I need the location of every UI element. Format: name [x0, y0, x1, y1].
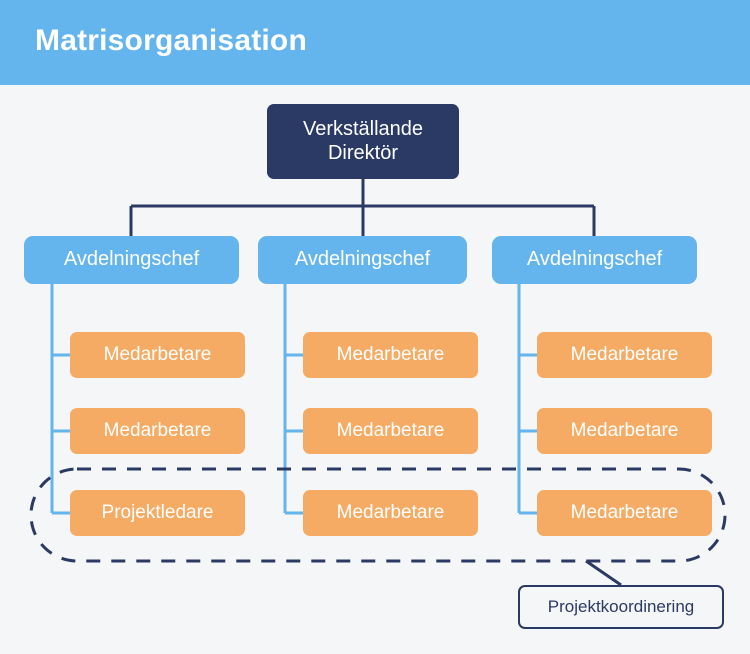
- node-staff-col3-row3-label: Medarbetare: [570, 501, 679, 523]
- node-staff-col1-row3-label: Projektledare: [101, 501, 214, 523]
- node-manager-1-label: Avdelningschef: [63, 248, 200, 271]
- page-title: Matrisorganisation: [35, 24, 307, 57]
- node-staff-col2-row1[interactable]: Medarbetare: [303, 332, 478, 378]
- node-staff-col2-row2-label: Medarbetare: [336, 419, 445, 441]
- node-staff-col1-row1-label: Medarbetare: [103, 343, 212, 365]
- node-staff-col1-row3[interactable]: Projektledare: [70, 490, 245, 536]
- node-ceo-label-line2: Direktör: [327, 141, 398, 164]
- project-coordination-callout[interactable]: Projektkoordinering: [518, 585, 724, 629]
- project-coordination-callout-label: Projektkoordinering: [547, 597, 695, 616]
- node-manager-3-label: Avdelningschef: [526, 248, 663, 271]
- node-staff-col3-row1-label: Medarbetare: [570, 343, 679, 365]
- node-staff-col3-row1[interactable]: Medarbetare: [537, 332, 712, 378]
- node-ceo-label-line1: Verkställande: [302, 117, 424, 140]
- node-staff-col1-row2-label: Medarbetare: [103, 419, 212, 441]
- header-banner: Matrisorganisation: [0, 0, 750, 85]
- node-staff-col2-row3-label: Medarbetare: [336, 501, 445, 523]
- node-staff-col1-row1[interactable]: Medarbetare: [70, 332, 245, 378]
- node-manager-2-label: Avdelningschef: [294, 248, 431, 271]
- node-manager-1[interactable]: Avdelningschef: [24, 236, 239, 284]
- node-staff-col2-row3[interactable]: Medarbetare: [303, 490, 478, 536]
- node-staff-col1-row2[interactable]: Medarbetare: [70, 408, 245, 454]
- node-staff-col2-row2[interactable]: Medarbetare: [303, 408, 478, 454]
- callout-leader-line: [585, 559, 622, 587]
- node-ceo[interactable]: Verkställande Direktör: [267, 104, 459, 179]
- node-staff-col2-row1-label: Medarbetare: [336, 343, 445, 365]
- node-manager-2[interactable]: Avdelningschef: [258, 236, 467, 284]
- node-manager-3[interactable]: Avdelningschef: [492, 236, 697, 284]
- node-staff-col3-row3[interactable]: Medarbetare: [537, 490, 712, 536]
- node-staff-col3-row2-label: Medarbetare: [570, 419, 679, 441]
- node-staff-col3-row2[interactable]: Medarbetare: [537, 408, 712, 454]
